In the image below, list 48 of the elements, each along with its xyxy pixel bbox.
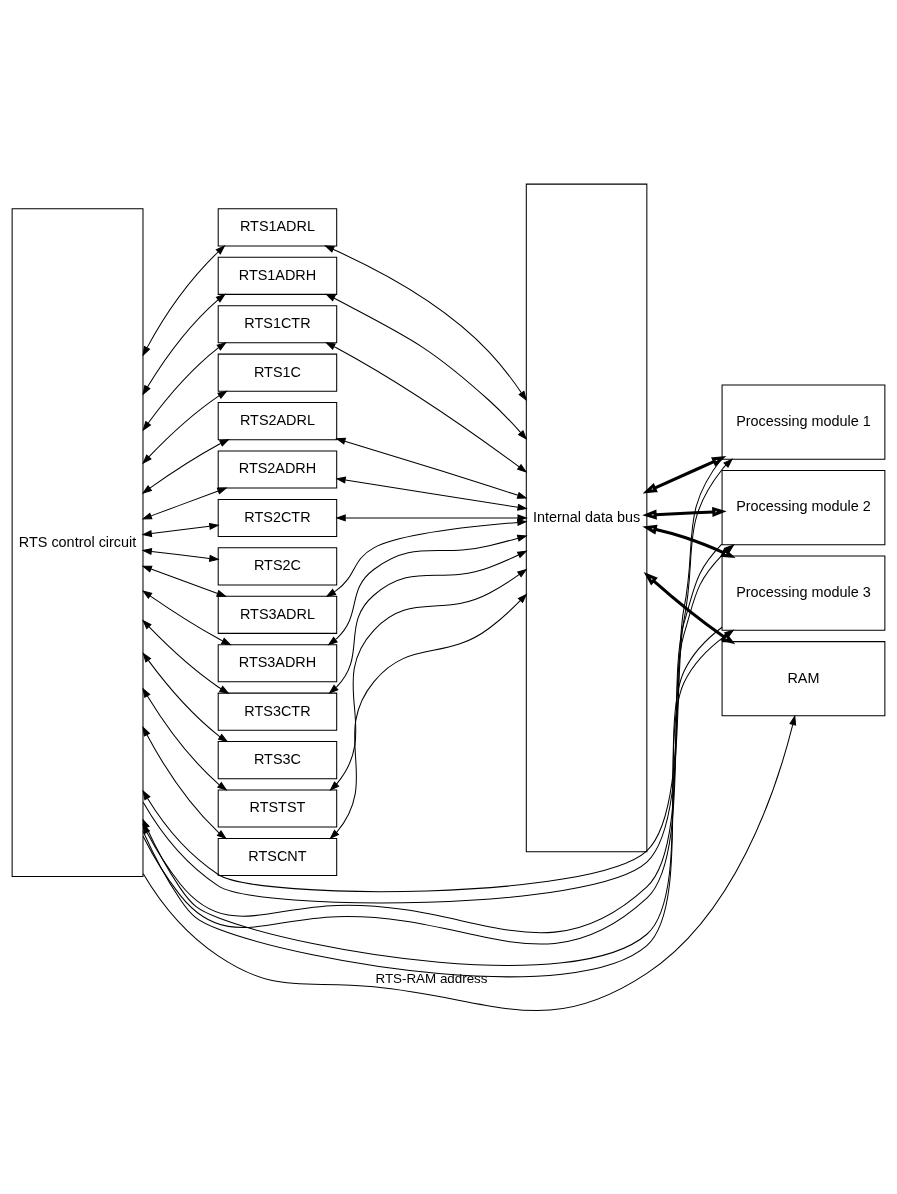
arrow [642,455,727,493]
arrow [142,619,230,694]
node-box: RTS1CTR [217,304,338,343]
node-box: RTS3ADRH [217,643,338,682]
node-box: RTS3ADRL [217,595,338,634]
arrow [642,524,736,558]
arrow [142,589,232,645]
arrow [329,592,528,839]
arrow [324,244,527,401]
node-box: RTS1ADRH [217,256,338,295]
arrow [142,293,227,395]
node-box: RTS1C [217,353,338,392]
arrow [325,293,528,440]
arrow [142,651,229,742]
node-box: RTS2ADRH [217,449,338,489]
arrow [325,341,528,473]
arrow [142,341,227,431]
arrow [142,244,226,357]
arrow [327,534,528,646]
node-box: RTS1ADRL [217,207,338,246]
node-box: Internal data bus [525,183,648,852]
arrow [335,437,528,499]
node-box: RTS control circuit [11,207,144,877]
node-box: RTS2C [217,546,338,585]
node-box: Processing module 3 [721,555,886,631]
node-box: RTSCNT [217,837,338,876]
node-box: RTS2ADRL [217,401,338,440]
node-box: Processing module 1 [721,384,886,460]
node-box: RTS3C [217,740,338,779]
node-box: Processing module 2 [721,469,886,545]
arrow [329,568,528,791]
arrow [141,438,230,494]
arrow [642,506,727,520]
arrow [142,390,228,464]
arrow [141,522,220,537]
edge-label: RTS-RAM address [375,970,488,986]
arrow [141,565,227,597]
node-box: RTS2CTR [217,498,338,537]
arrow [141,547,220,562]
arrow [335,476,528,511]
arrow [325,518,528,597]
node-box: RTSTST [217,788,338,828]
arrow [141,487,228,519]
arrow [142,686,228,791]
arrow [335,513,528,522]
node-box: RAM [721,640,886,716]
node-box: RTS3CTR [217,692,338,731]
arrow [328,550,528,694]
